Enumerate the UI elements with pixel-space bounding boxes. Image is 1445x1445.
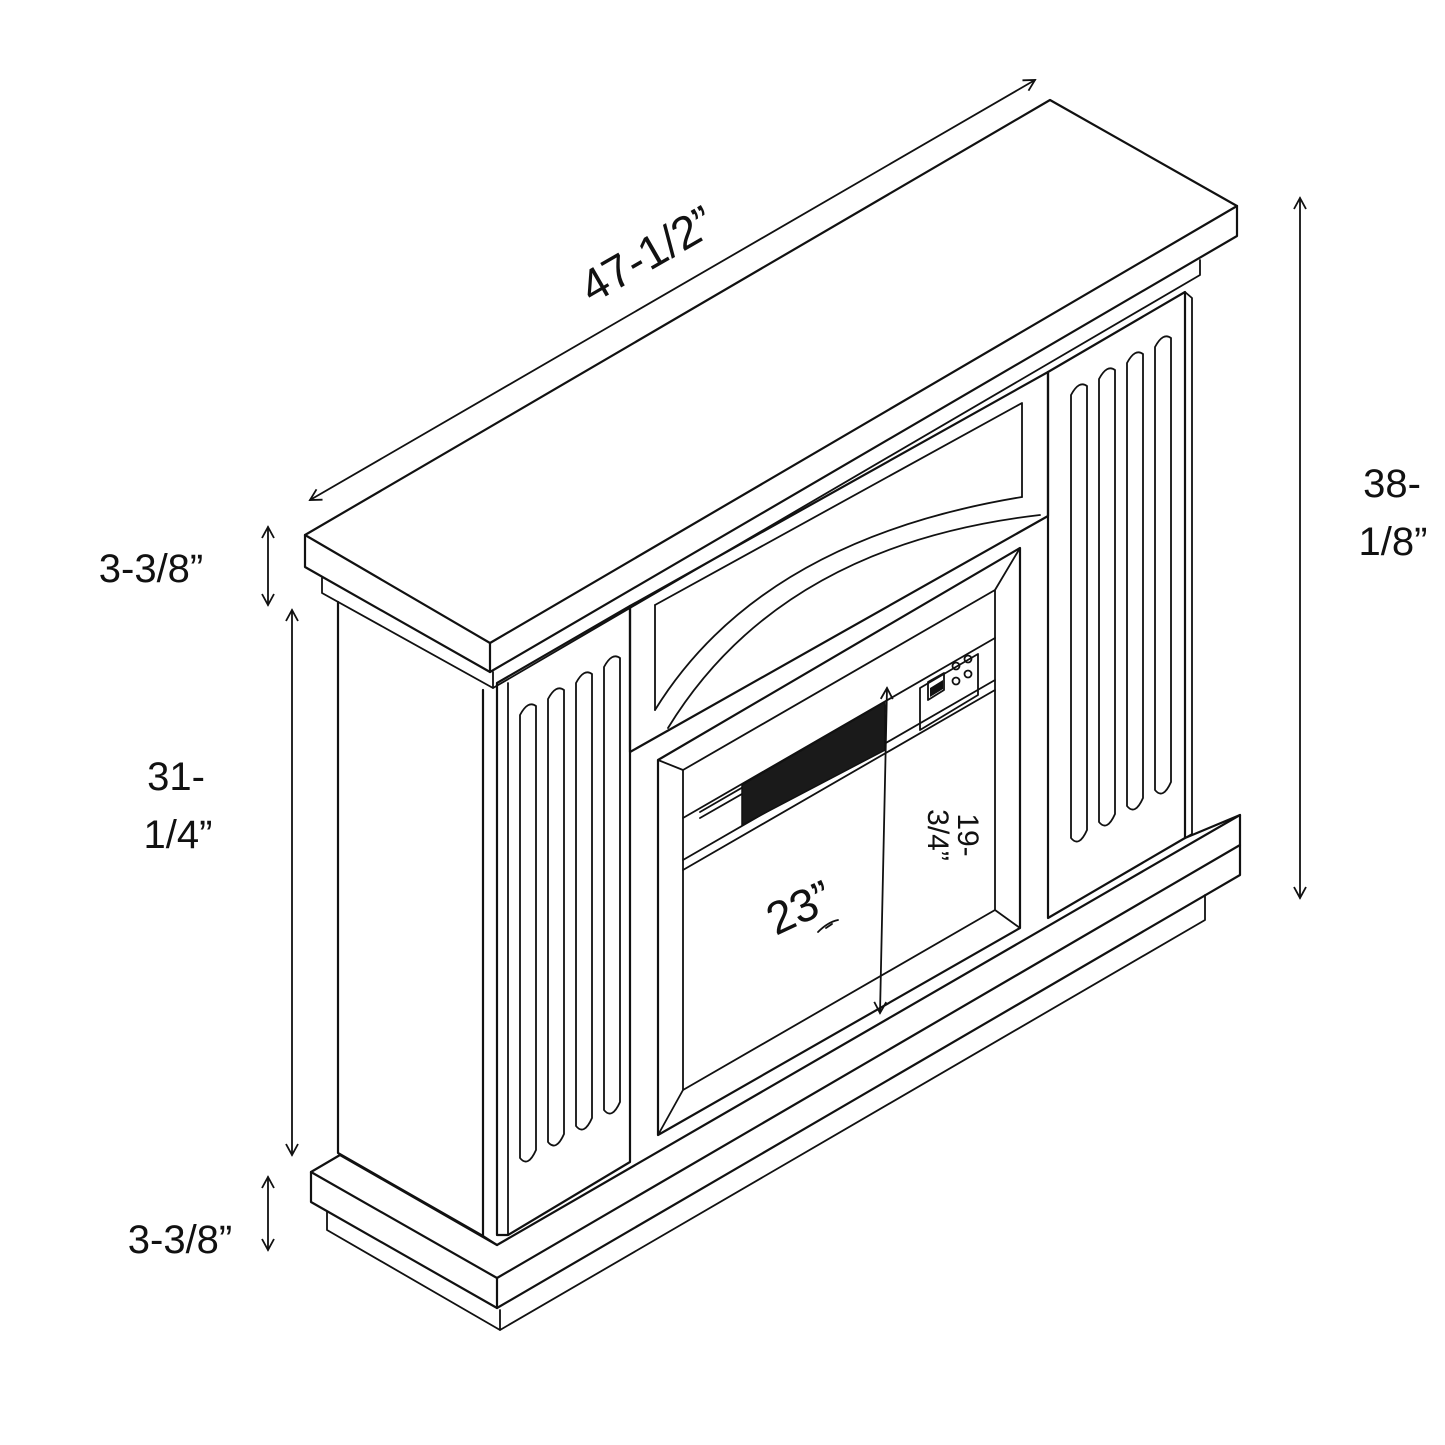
body-height-label-line2: 1/4” [144, 813, 213, 857]
top-thickness-label: 3-3/8” [99, 547, 204, 591]
width-label: 47-1/2” [571, 195, 723, 313]
control-panel [919, 653, 979, 731]
opening-height-label-line2: 3/4” [921, 809, 954, 861]
base-hearth [309, 813, 1242, 1331]
left-pillar-flutes [519, 655, 621, 1163]
dimension-labels: 47-1/2” 38- 1/8” 3-3/8” 31- 1/4” 3-3/8” … [99, 195, 1428, 1262]
left-side-panel [336, 600, 485, 1238]
opening-height-label-line1: 19- [951, 813, 984, 856]
overall-height-label-line2: 1/8” [1359, 520, 1428, 564]
base-thickness-label: 3-3/8” [128, 1218, 233, 1262]
opening-height-dimension-arrow [873, 686, 894, 1015]
dimension-lines [261, 79, 1307, 1252]
overall-height-label-line1: 38- [1363, 462, 1421, 506]
opening-width-label: 23” [758, 870, 840, 945]
mantel-top [303, 98, 1239, 689]
right-pillar-flutes [1070, 335, 1172, 843]
heater-vent-grille [741, 700, 886, 827]
body-height-label-line1: 31- [147, 755, 205, 799]
left-pillar [495, 604, 632, 1237]
firebox-surround [656, 546, 1022, 1137]
width-dimension-arrow [308, 79, 1037, 501]
right-pillar [1046, 290, 1193, 920]
